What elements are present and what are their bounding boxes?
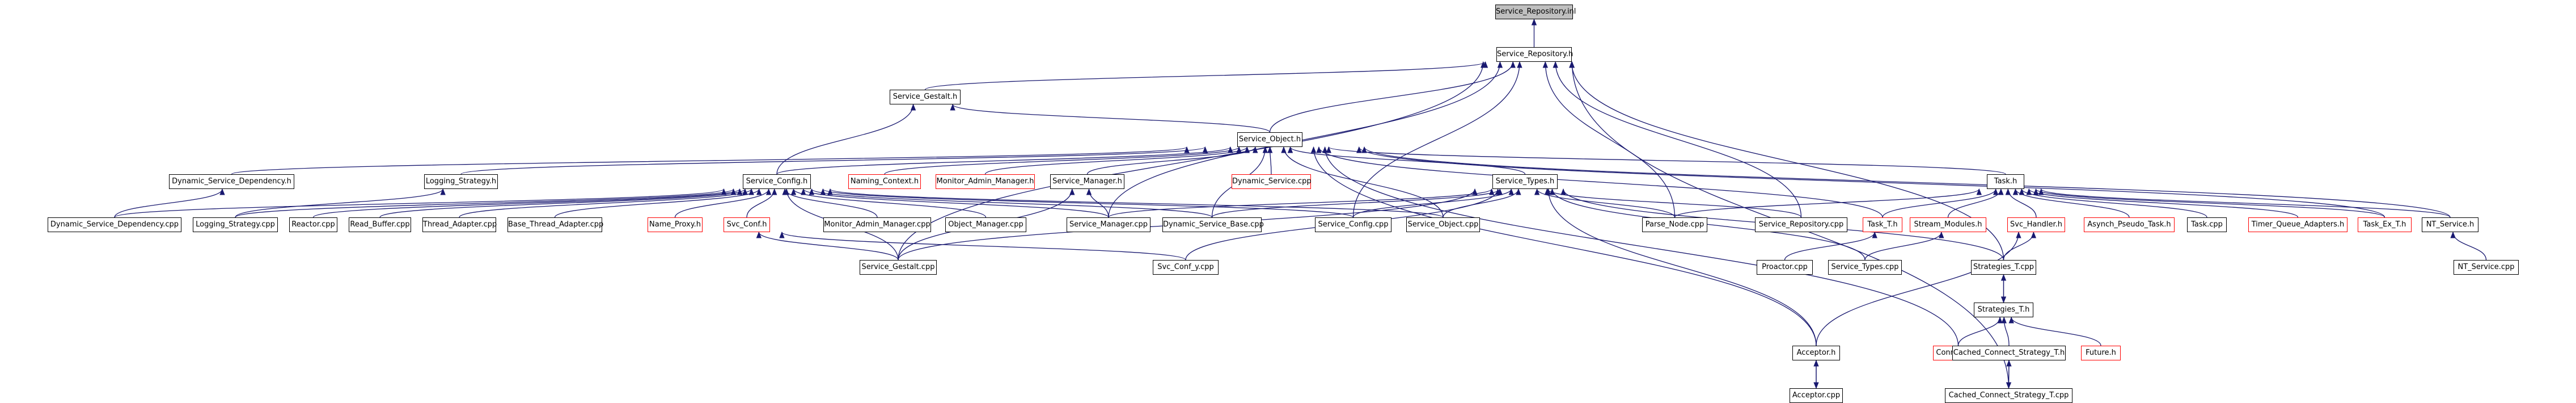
node-dynamic-service-dependency-h[interactable]: Dynamic_Service_Dependency.h <box>169 174 294 189</box>
node-dynamic-service-base-cpp[interactable]: Dynamic_Service_Base.cpp <box>1162 217 1262 232</box>
node-base-thread-adapter-cpp[interactable]: Base_Thread_Adapter.cpp <box>507 217 602 232</box>
node-timer-queue-adapters-h[interactable]: Timer_Queue_Adapters.h <box>2248 217 2347 232</box>
node-service-config-cpp[interactable]: Service_Config.cpp <box>1315 217 1391 232</box>
node-reactor-cpp[interactable]: Reactor.cpp <box>289 217 337 232</box>
node-service-object-h[interactable]: Service_Object.h <box>1237 132 1302 147</box>
include-edge-reactor_cpp-to-svcconfig_h <box>314 189 740 217</box>
include-edge-future_h-to-strategiest_h <box>2011 317 2101 346</box>
node-task-ex-t-h[interactable]: Task_Ex_T.h <box>2358 217 2412 232</box>
node-service-repository-cpp[interactable]: Service_Repository.cpp <box>1755 217 1847 232</box>
node-service-object-cpp[interactable]: Service_Object.cpp <box>1406 217 1480 232</box>
node-name-proxy-h[interactable]: Name_Proxy.h <box>648 217 703 232</box>
node-nt-service-h[interactable]: NT_Service.h <box>2422 217 2478 232</box>
node-service-types-h[interactable]: Service_Types.h <box>1492 174 1558 189</box>
include-edge-ccst_h-to-ccst_cpp <box>2009 360 2010 388</box>
node-svc-conf-h[interactable]: Svc_Conf.h <box>724 217 770 232</box>
node-stream-modules-h[interactable]: Stream_Modules.h <box>1910 217 1986 232</box>
include-edge-proactor_cpp-to-taskt_h <box>1785 232 1875 260</box>
node-service-gestalt-cpp[interactable]: Service_Gestalt.cpp <box>860 260 937 275</box>
node-acceptor-cpp[interactable]: Acceptor.cpp <box>1790 388 1843 403</box>
node-naming-context-h[interactable]: Naming_Context.h <box>848 174 921 189</box>
include-edge-basethr_cpp-to-svcconfig_h <box>555 189 759 217</box>
node-cached-connect-strategy-t-h[interactable]: Cached_Connect_Strategy_T.h <box>1952 346 2066 360</box>
include-edge-dynservice_cpp-to-object_h <box>1270 147 1271 174</box>
node-logging-strategy-h[interactable]: Logging_Strategy.h <box>424 174 498 189</box>
include-edge-monitor_cpp-to-svcconfig_h <box>785 189 877 217</box>
include-edge-svcmgr_cpp-to-srh <box>1109 62 1500 217</box>
include-edge-ccst_h-to-strategiest_h <box>2004 317 2009 346</box>
node-task-cpp[interactable]: Task.cpp <box>2187 217 2227 232</box>
include-edge-object_h-to-srh <box>1270 62 1513 132</box>
node-future-h[interactable]: Future.h <box>2081 346 2121 360</box>
include-edge-svctypes_cpp-to-stream_h <box>1865 232 1941 260</box>
node-asynch-pseudo-task-h[interactable]: Asynch_Pseudo_Task.h <box>2084 217 2175 232</box>
include-edge-thradapt_cpp-to-svcconfig_h <box>459 189 751 217</box>
include-edge-dsd_cpp-to-svcconfig_h <box>115 189 724 217</box>
node-cached-connect-strategy-t-cpp[interactable]: Cached_Connect_Strategy_T.cpp <box>1945 388 2072 403</box>
node-strategies-t-cpp[interactable]: Strategies_T.cpp <box>1971 260 2036 275</box>
node-monitor-admin-manager-h[interactable]: Monitor_Admin_Manager.h <box>936 174 1035 189</box>
node-object-manager-cpp[interactable]: Object_Manager.cpp <box>945 217 1026 232</box>
include-edge-svchandler_h-to-task_h <box>2008 189 2036 217</box>
include-edge-ntsvc_h-to-task_h <box>2041 189 2450 217</box>
include-edge-connector_h-to-object_h <box>1325 147 1959 346</box>
node-service-repository-inl[interactable]: Service_Repository.inl <box>1495 5 1573 19</box>
include-edge-dynsvcbase_cpp-to-types_h <box>1212 189 1500 217</box>
node-task-h[interactable]: Task.h <box>1987 174 2024 189</box>
include-edge-ntsvc_cpp-to-ntsvc_h <box>2453 232 2486 260</box>
include-edge-parsenode_cpp-to-task_h <box>1675 189 1979 217</box>
node-svc-handler-h[interactable]: Svc_Handler.h <box>2007 217 2065 232</box>
include-edge-gestalt_cpp-to-svcconf_h <box>759 232 898 260</box>
node-service-gestalt-h[interactable]: Service_Gestalt.h <box>890 90 961 104</box>
include-edge-taskt_h-to-task_h <box>1883 189 1996 217</box>
include-edge-parsenode_cpp-to-srh <box>1545 62 1674 217</box>
node-logging-strategy-cpp[interactable]: Logging_Strategy.cpp <box>193 217 278 232</box>
include-edge-svcconfig_cpp-to-svcconfig_h <box>823 189 1353 217</box>
node-service-manager-h[interactable]: Service_Manager.h <box>1050 174 1124 189</box>
include-edge-svcconfig_h-to-gestalt_h <box>777 104 913 174</box>
node-proactor-cpp[interactable]: Proactor.cpp <box>1757 260 1813 275</box>
node-dynamic-service-dependency-cpp[interactable]: Dynamic_Service_Dependency.cpp <box>48 217 181 232</box>
include-edge-dsd_cpp-to-dsd_h <box>115 189 222 217</box>
node-strategies-t-h[interactable]: Strategies_T.h <box>1974 303 2033 317</box>
node-read-buffer-cpp[interactable]: Read_Buffer.cpp <box>349 217 411 232</box>
include-edge-nameproxy_h-to-svcconfig_h <box>675 189 769 217</box>
include-edge-svcconfig_cpp-to-srh <box>1353 62 1520 217</box>
node-service-types-cpp[interactable]: Service_Types.cpp <box>1828 260 1902 275</box>
include-edge-gestalt_h-to-srh <box>925 62 1486 90</box>
include-edge-strategiest_cpp-to-svchandler_h <box>2004 232 2034 260</box>
node-service-config-h[interactable]: Service_Config.h <box>743 174 811 189</box>
include-edge-svcrepo_cpp-to-srh <box>1555 62 1801 217</box>
node-service-manager-cpp[interactable]: Service_Manager.cpp <box>1067 217 1150 232</box>
include-edge-naming_h-to-object_h <box>885 147 1239 174</box>
include-edge-dsd_h-to-object_h <box>232 147 1187 174</box>
include-edge-object_h-to-gestalt_h <box>953 104 1270 132</box>
include-edge-stream_h-to-task_h <box>1948 189 2001 217</box>
node-svc-conf-y-cpp[interactable]: Svc_Conf_y.cpp <box>1153 260 1219 275</box>
node-acceptor-h[interactable]: Acceptor.h <box>1792 346 1840 360</box>
include-edge-svcconfy_cpp-to-svcconf_h <box>782 232 1186 260</box>
node-parse-node-cpp[interactable]: Parse_Node.cpp <box>1642 217 1707 232</box>
node-task-t-h[interactable]: Task_T.h <box>1863 217 1902 232</box>
node-service-repository-h[interactable]: Service_Repository.h <box>1496 47 1572 62</box>
node-thread-adapter-cpp[interactable]: Thread_Adapter.cpp <box>422 217 496 232</box>
node-dynamic-service-cpp[interactable]: Dynamic_Service.cpp <box>1232 174 1311 189</box>
node-nt-service-cpp[interactable]: NT_Service.cpp <box>2454 260 2519 275</box>
node-monitor-admin-manager-cpp[interactable]: Monitor_Admin_Manager.cpp <box>823 217 931 232</box>
